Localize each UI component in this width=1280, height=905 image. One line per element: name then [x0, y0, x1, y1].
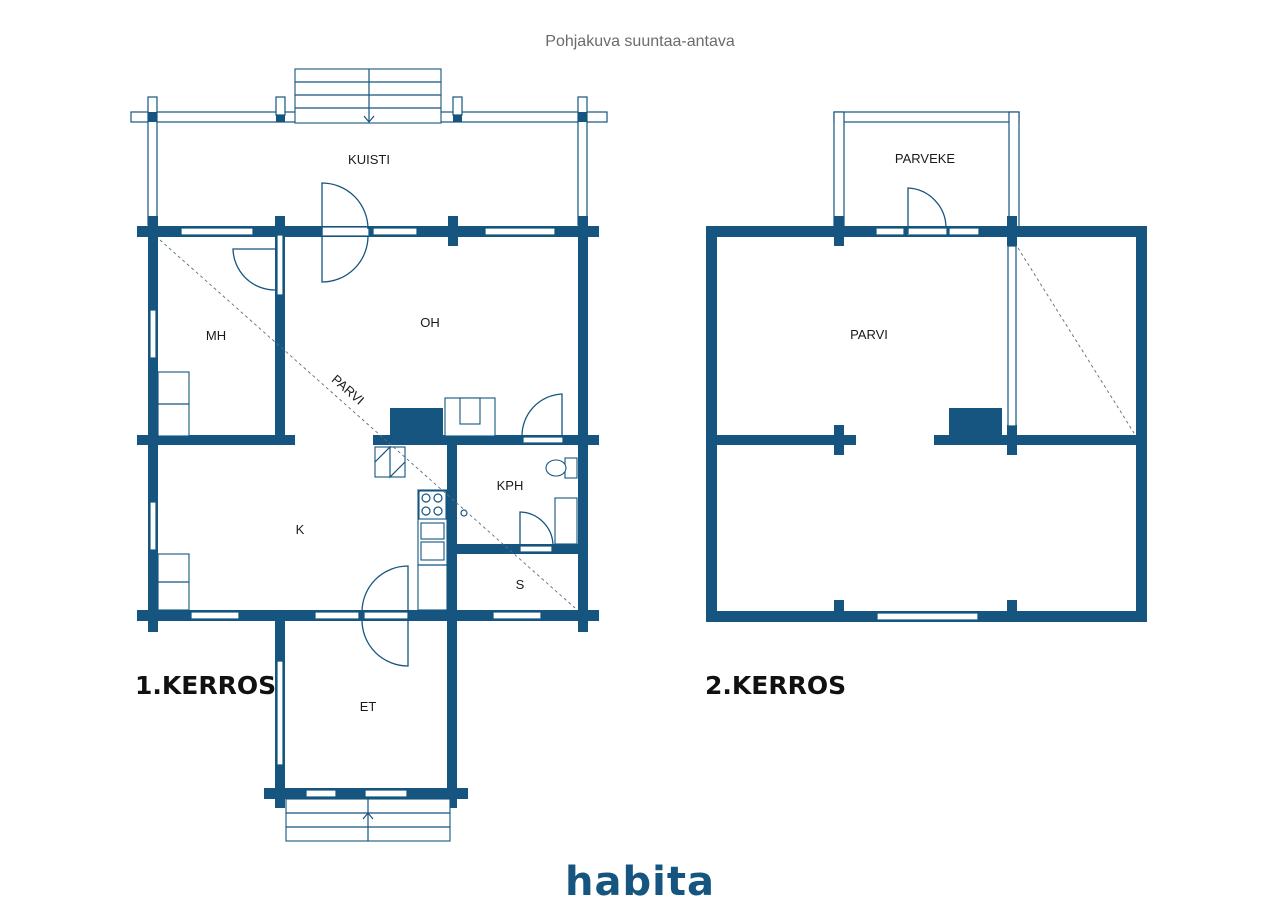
floor-1-fixtures — [157, 371, 578, 611]
floor-1-walls — [137, 216, 599, 808]
room-label-oh: OH — [420, 315, 440, 330]
room-label-parveke: PARVEKE — [895, 151, 956, 166]
floor-2-slope-line — [1017, 247, 1135, 434]
loft-railing — [1007, 245, 1017, 427]
room-label-kuisti: KUISTI — [348, 152, 390, 167]
room-label-kph: KPH — [497, 478, 524, 493]
room-label-parvi-f1: PARVI — [329, 372, 367, 408]
entry-stairs — [285, 798, 451, 842]
floor-2-plan: PARVEKE PARVI 2.KERROS — [705, 111, 1147, 700]
room-label-k: K — [296, 522, 305, 537]
loft-boundary-line — [159, 239, 576, 609]
room-label-s: S — [516, 577, 525, 592]
floor-1-windows — [149, 227, 564, 798]
floor-2-windows — [875, 227, 980, 621]
porch-stairs — [294, 68, 442, 124]
floor-2-doors — [906, 187, 948, 236]
floor-plan-caption: Pohjakuva suuntaa-antava — [545, 33, 735, 50]
floor-1-title: 1.KERROS — [135, 671, 276, 700]
floor-1-plan: KUISTI MH OH PARVI K KPH S ET 1.KERROS — [130, 68, 608, 842]
room-label-parvi-f2: PARVI — [850, 327, 888, 342]
floor-2-title: 2.KERROS — [705, 671, 846, 700]
balcony-railing — [833, 111, 1020, 231]
room-label-mh: MH — [206, 328, 226, 343]
room-label-et: ET — [360, 699, 377, 714]
floor-2-walls — [706, 216, 1147, 622]
habita-logo: habita — [565, 859, 715, 905]
